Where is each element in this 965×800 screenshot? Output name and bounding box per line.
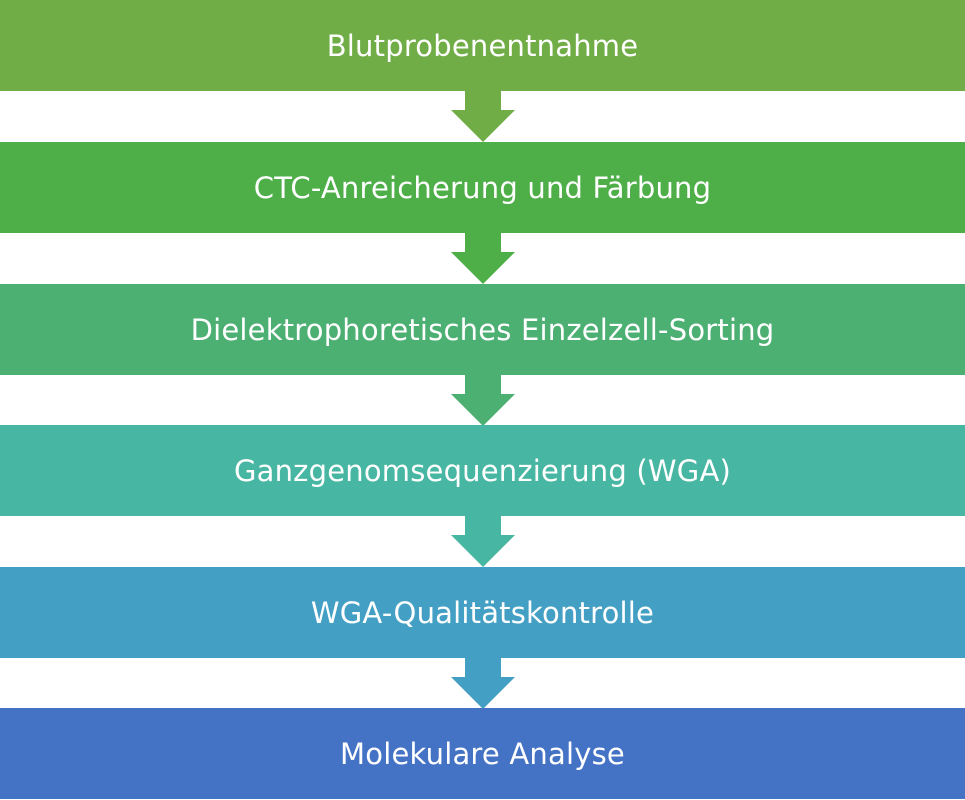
step-label: Blutprobenentnahme	[326, 28, 639, 63]
step-label: WGA-Qualitätskontrolle	[310, 595, 655, 630]
step-label: Ganzgenomsequenzierung (WGA)	[233, 453, 732, 488]
step-dielectrophoretic-sorting: Dielektrophoretisches Einzelzell-Sorting	[0, 284, 965, 375]
arrow-down-icon	[0, 233, 965, 284]
step-ctc-enrichment: CTC-Anreicherung und Färbung	[0, 142, 965, 233]
arrow-down-icon	[0, 375, 965, 426]
arrow-down-icon	[0, 658, 965, 709]
step-label: Dielektrophoretisches Einzelzell-Sorting	[190, 312, 775, 347]
arrow-down-icon	[0, 91, 965, 142]
step-molecular-analysis: Molekulare Analyse	[0, 708, 965, 799]
step-blood-sampling: Blutprobenentnahme	[0, 0, 965, 91]
arrow-down-icon	[0, 516, 965, 567]
step-label: Molekulare Analyse	[340, 736, 625, 771]
step-wga-quality-control: WGA-Qualitätskontrolle	[0, 567, 965, 658]
step-label: CTC-Anreicherung und Färbung	[253, 170, 712, 205]
step-whole-genome-amplification: Ganzgenomsequenzierung (WGA)	[0, 425, 965, 516]
